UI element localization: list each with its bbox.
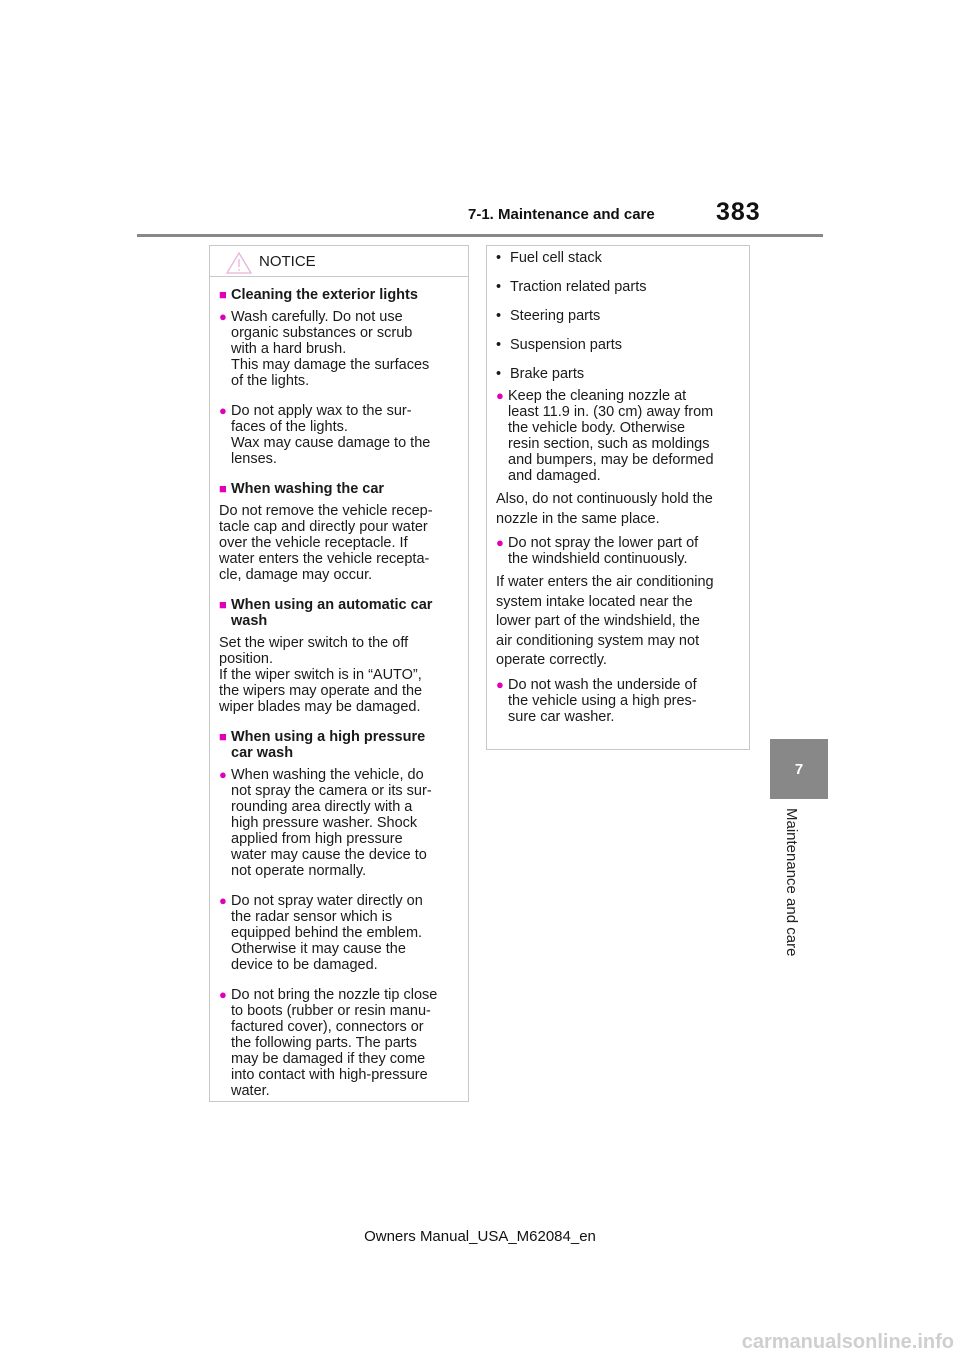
square-bullet-icon: ■	[219, 729, 227, 744]
circle-bullet-icon: ●	[496, 676, 504, 692]
chapter-tab[interactable]: 7	[770, 739, 828, 799]
circle-bullet-icon: ●	[219, 309, 227, 324]
parts-list-item: •Brake parts	[496, 366, 585, 382]
list-item: ●Do not spray water directly on the rada…	[219, 893, 423, 973]
paragraph: Do not remove the vehicle recep- tacle c…	[219, 503, 433, 583]
paragraph: Set the wiper switch to the off position…	[219, 635, 423, 715]
square-bullet-icon: ■	[219, 597, 227, 612]
list-item: ●Do not bring the nozzle tip close to bo…	[219, 987, 438, 1099]
section-heading: ■When using a high pressure car wash	[219, 729, 426, 761]
page-number: 383	[716, 198, 761, 226]
notice-box-right: •Fuel cell stack •Traction related parts…	[486, 245, 750, 750]
chapter-tab-label: Maintenance and care	[783, 808, 800, 957]
paragraph: Also, do not continuously hold the nozzl…	[496, 491, 713, 527]
parts-list-item: •Traction related parts	[496, 279, 647, 295]
circle-bullet-icon: ●	[496, 535, 504, 550]
section-heading: ■When using an automatic car wash	[219, 597, 433, 629]
list-item: ●Keep the cleaning nozzle at least 11.9 …	[496, 388, 714, 484]
paragraph: If water enters the air conditioning sys…	[496, 574, 714, 668]
square-bullet-icon: ■	[219, 287, 227, 302]
list-item: ●Wash carefully. Do not use organic subs…	[219, 309, 430, 389]
circle-bullet-icon: ●	[219, 893, 227, 908]
circle-bullet-icon: ●	[219, 403, 227, 418]
list-item: ●Do not wash the underside of the vehicl…	[496, 676, 697, 725]
notice-header: NOTICE	[210, 246, 468, 277]
list-item: ●When washing the vehicle, do not spray …	[219, 767, 432, 879]
section-title: 7-1. Maintenance and care	[468, 206, 655, 223]
notice-content-right: •Fuel cell stack •Traction related parts…	[487, 246, 749, 725]
circle-bullet-icon: ●	[219, 987, 227, 1002]
list-item: ●Do not spray the lower part of the wind…	[496, 535, 699, 567]
parts-list-item: •Suspension parts	[496, 337, 623, 353]
parts-list-item: •Steering parts	[496, 308, 601, 324]
warning-triangle-icon	[226, 252, 252, 274]
circle-bullet-icon: ●	[496, 388, 504, 403]
list-item: ●Do not apply wax to the sur- faces of t…	[219, 403, 431, 467]
watermark: carmanualsonline.info	[741, 1331, 954, 1353]
notice-content-left: ■Cleaning the exterior lights ●Wash care…	[210, 277, 468, 1099]
parts-list-item: •Fuel cell stack	[496, 250, 602, 266]
section-heading: ■Cleaning the exterior lights	[219, 287, 418, 303]
circle-bullet-icon: ●	[219, 767, 227, 782]
notice-title: NOTICE	[259, 253, 316, 270]
footer-manual-id: Owners Manual_USA_M62084_en	[364, 1228, 596, 1245]
notice-box-left: NOTICE ■Cleaning the exterior lights ●Wa…	[209, 245, 469, 1102]
square-bullet-icon: ■	[219, 481, 227, 496]
header-divider	[137, 234, 823, 237]
section-heading: ■When washing the car	[219, 481, 385, 497]
